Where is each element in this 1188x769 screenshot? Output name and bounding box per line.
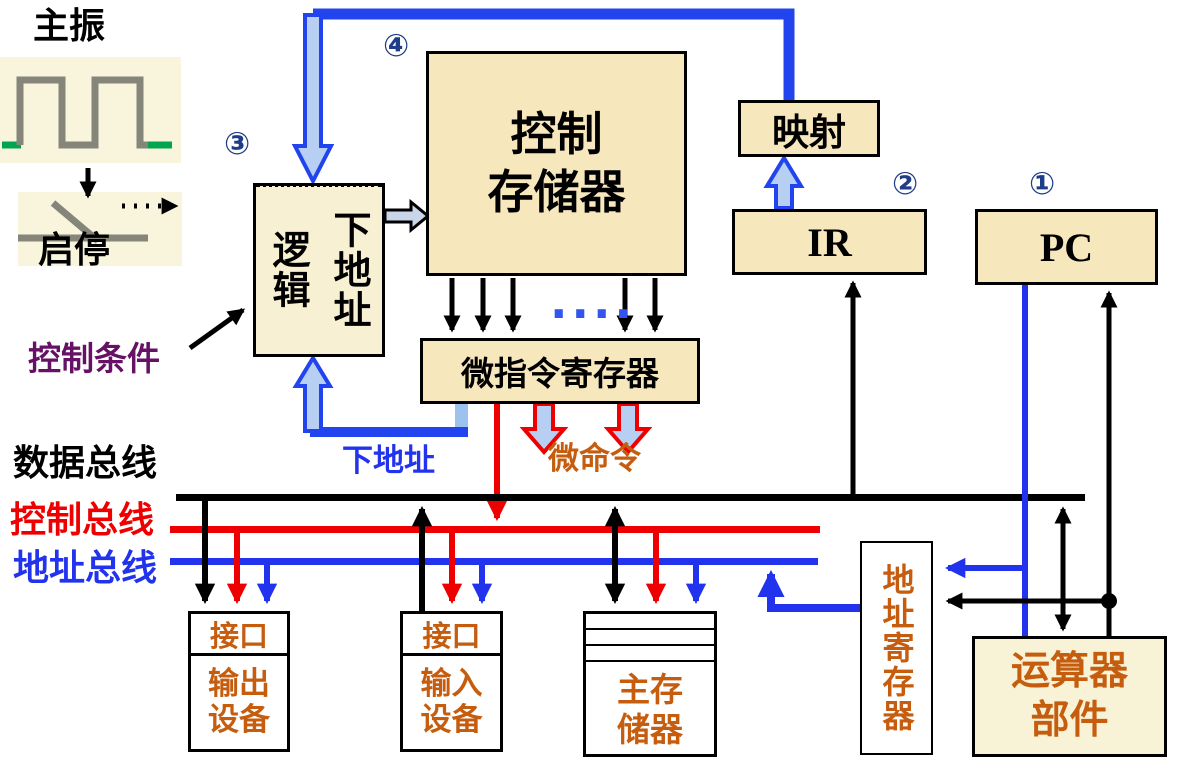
address-register-label: 地址寄存器 <box>877 563 916 733</box>
oscillator-panel <box>0 57 182 266</box>
control-memory-label-line1: 控制 <box>510 107 603 162</box>
step-number-3: ③ <box>224 126 251 162</box>
input-device-taps <box>411 505 493 611</box>
ellipsis-dots: .... <box>550 275 636 329</box>
memory-cell-divider <box>586 660 714 662</box>
micro-instruction-register-box: 微指令寄存器 <box>420 338 700 404</box>
ir-to-mapping-arrow <box>763 154 805 210</box>
pc-box: PC <box>975 209 1158 285</box>
mapping-label: 映射 <box>772 110 846 154</box>
alu-result-lines <box>945 290 1118 637</box>
output-device-taps <box>194 501 278 605</box>
micro-instruction-register-label: 微指令寄存器 <box>461 354 659 393</box>
input-device-port-label: 接口 <box>403 614 500 656</box>
control-condition-arrow <box>188 307 246 351</box>
output-device-box: 接口 输出 设备 <box>188 611 290 752</box>
ir-label: IR <box>807 219 852 265</box>
sequencer-to-memory-arrow <box>383 198 431 234</box>
next-address-entry-arrow <box>291 13 335 186</box>
input-device-box: 接口 输入 设备 <box>400 611 503 752</box>
oscillator-label: 主振 <box>33 6 106 47</box>
mapping-to-sequencer-blue-path <box>313 8 795 100</box>
output-device-port-label: 接口 <box>191 614 287 656</box>
pc-address-lines <box>944 285 1028 637</box>
step-number-1: ① <box>1029 166 1056 202</box>
sequencer-label-next-address: 下地址 <box>327 210 371 330</box>
control-memory-label-line2: 存储器 <box>487 164 626 219</box>
input-device-label: 输入 设备 <box>420 666 483 738</box>
clock-waveform <box>2 76 172 149</box>
sequencer-label-logic: 逻辑 <box>266 230 310 310</box>
next-address-label: 下地址 <box>342 443 435 479</box>
memory-to-mir-arrows <box>443 278 664 333</box>
mapping-box: 映射 <box>738 100 880 157</box>
start-stop-switch-symbol <box>18 200 148 244</box>
alu-label-line1: 运算器 <box>1010 648 1128 694</box>
micro-command-arrows <box>519 402 653 456</box>
start-stop-label: 启停 <box>38 230 111 271</box>
data-bus-label: 数据总线 <box>13 443 158 484</box>
control-memory-box: 控制 存储器 <box>426 51 687 276</box>
step-number-2: ② <box>892 166 919 202</box>
main-memory-taps <box>604 505 707 605</box>
main-memory-label: 主存 储器 <box>617 670 683 749</box>
output-device-label: 输出 设备 <box>208 666 270 738</box>
pc-label: PC <box>1039 224 1094 270</box>
ir-box: IR <box>732 209 927 275</box>
sequencer-box: 下地址 逻辑 <box>253 183 385 357</box>
control-condition-label: 控制条件 <box>28 339 160 378</box>
alu-box: 运算器 部件 <box>972 636 1167 757</box>
mir-next-address-path <box>292 354 468 437</box>
control-bus-label: 控制总线 <box>10 500 155 541</box>
address-register-box: 地址寄存器 <box>860 541 933 755</box>
memory-cell-divider <box>586 644 714 646</box>
memory-cell-divider <box>586 628 714 630</box>
address-register-to-bus-path <box>757 569 860 612</box>
alu-label-line2: 部件 <box>1030 697 1109 743</box>
micro-command-label: 微命令 <box>548 441 641 477</box>
main-memory-box: 主存 储器 <box>583 611 717 757</box>
step-number-4: ④ <box>383 28 410 64</box>
address-bus-label: 地址总线 <box>13 548 158 589</box>
